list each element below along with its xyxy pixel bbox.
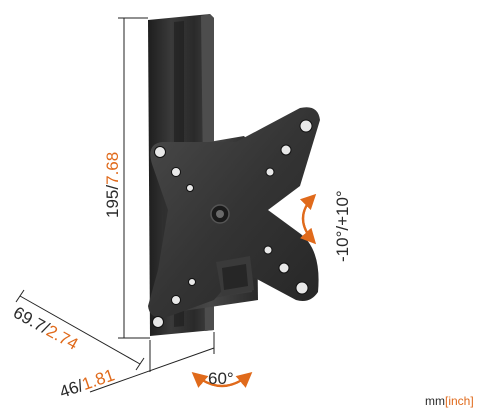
hole-bottom-right-2 xyxy=(278,262,290,274)
units-legend: mm[inch] xyxy=(425,394,474,408)
tilt-arrow-back xyxy=(299,193,317,243)
lower-clamp-shade xyxy=(222,264,248,290)
depth-dim-tick-a xyxy=(15,289,25,303)
units-inch: [inch] xyxy=(445,394,474,408)
width-inch: 1.81 xyxy=(79,365,116,394)
hole-bottom-left-2 xyxy=(171,295,181,305)
swivel-label: 60° xyxy=(208,369,234,388)
hole-top-left-3 xyxy=(186,184,194,192)
central-screw-head xyxy=(216,210,224,218)
height-mm: 195 xyxy=(103,190,122,218)
height-inch: 7.68 xyxy=(103,152,122,185)
height-label: 195/7.68 xyxy=(103,152,122,218)
hole-top-left-2 xyxy=(171,167,181,177)
units-mm: mm xyxy=(425,394,445,408)
hole-top-right-3 xyxy=(265,167,275,177)
hole-bottom-right-3 xyxy=(263,245,273,255)
hole-bottom-right xyxy=(295,281,309,295)
rotation-arrows xyxy=(191,193,317,388)
dimension-lines xyxy=(15,17,215,393)
height-sep: / xyxy=(103,185,122,190)
hole-top-left xyxy=(154,146,166,158)
vesa-plate xyxy=(148,107,320,318)
hole-top-right-2 xyxy=(280,144,292,156)
width-sep: / xyxy=(75,376,86,396)
depth-inch: 2.74 xyxy=(43,321,81,354)
hole-bottom-left xyxy=(152,316,164,328)
mounting-holes xyxy=(152,119,313,328)
hole-bottom-left-3 xyxy=(188,278,196,286)
tilt-label: -10°/+10° xyxy=(333,190,352,262)
width-label: 46/1.81 xyxy=(57,365,117,401)
depth-dim-line xyxy=(19,295,141,365)
depth-dim-tick-b xyxy=(135,357,145,371)
width-dim-line xyxy=(89,347,215,393)
swivel-arrow-back xyxy=(191,371,251,388)
hole-top-right xyxy=(299,119,313,133)
wall-mount-bracket xyxy=(148,14,320,336)
